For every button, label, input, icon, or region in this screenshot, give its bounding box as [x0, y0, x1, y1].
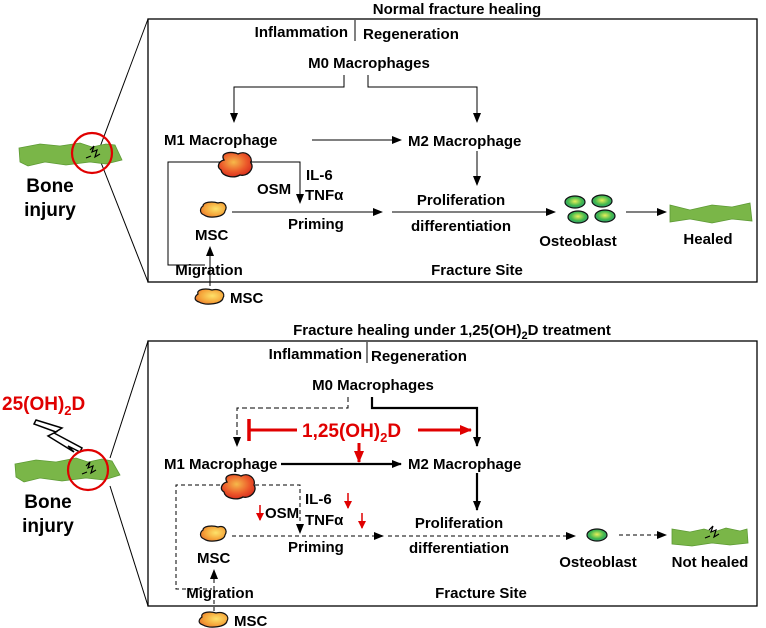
top-injury-highlight-circle	[70, 131, 114, 175]
top-osm-label: OSM	[257, 181, 291, 198]
bottom-m0-label: M0 Macrophages	[312, 377, 434, 394]
top-il6-label: IL-6	[306, 167, 333, 184]
top-phase-regeneration: Regeneration	[363, 26, 459, 43]
top-m2-label: M2 Macrophage	[408, 133, 521, 150]
bottom-not-healed-crack-icon	[704, 525, 720, 539]
bottom-fracture-site-label: Fracture Site	[435, 585, 527, 602]
bottom-osteoblast-cell-icon	[586, 528, 608, 542]
bottom-il6-label: IL-6	[305, 491, 332, 508]
top-fracture-crack-icon	[85, 145, 101, 159]
top-bone-label: Bone	[26, 176, 74, 197]
top-m1-cell-icon	[217, 151, 253, 178]
bottom-not-healed-bone-icon	[671, 527, 749, 547]
top-differentiation-label: differentiation	[411, 218, 511, 235]
bottom-msc-outside-label: MSC	[234, 613, 268, 628]
top-msc-outside-label: MSC	[230, 290, 264, 307]
top-healed-label: Healed	[683, 231, 732, 248]
bottom-m2-label: M2 Macrophage	[408, 456, 521, 473]
top-msc-label: MSC	[195, 227, 229, 244]
top-injury-label: injury	[24, 200, 76, 221]
bottom-zoom-line-lower	[109, 485, 149, 607]
top-panel: Normal fracture healing Inflammation Reg…	[18, 1, 758, 307]
top-osteoblast-cell-icon	[591, 194, 613, 208]
top-cytokine-arrow	[250, 161, 304, 204]
top-osteoblast-cell-icon	[594, 209, 616, 223]
top-msc-outside-cell-icon	[194, 288, 225, 305]
top-m0-label: M0 Macrophages	[308, 55, 430, 72]
bottom-migration-dashed-loop	[175, 484, 220, 590]
bottom-msc-label: MSC	[197, 550, 231, 567]
bottom-not-healed-label: Not healed	[672, 554, 749, 571]
bottom-title: Fracture healing under 1,25(OH)2D treatm…	[293, 322, 611, 342]
bottom-msc-cell-icon	[199, 525, 227, 542]
bottom-panel: Fracture healing under 1,25(OH)2D treatm…	[2, 322, 758, 628]
bottom-differentiation-label: differentiation	[409, 540, 509, 557]
bottom-fracture-crack-icon	[81, 461, 97, 475]
top-bone-injury-icon	[18, 142, 123, 167]
top-migration-loop-line	[167, 161, 220, 266]
bottom-bone-label: Bone	[24, 492, 72, 513]
top-m1-label: M1 Macrophage	[164, 132, 277, 149]
bottom-migration-label: Migration	[186, 585, 254, 602]
top-priming-label: Priming	[288, 216, 344, 233]
bottom-priming-label: Priming	[288, 539, 344, 556]
bottom-lightning-bolt-icon	[32, 419, 83, 454]
bottom-cytokine-dashed-arrow	[255, 484, 304, 534]
top-tnf-label: TNFα	[305, 187, 344, 204]
bottom-injury-label: injury	[22, 516, 74, 537]
top-osteoblast-label: Osteoblast	[539, 233, 617, 250]
bottom-proliferation-label: Proliferation	[415, 515, 503, 532]
top-m0-to-m1-arrow	[230, 75, 345, 123]
bottom-m1-label: M1 Macrophage	[164, 456, 277, 473]
bottom-osteoblast-label: Osteoblast	[559, 554, 637, 571]
bottom-zoom-line-upper	[109, 340, 149, 459]
bottom-side-drug-label: 25(OH)2D	[2, 394, 85, 418]
bottom-osm-label: OSM	[265, 505, 299, 522]
top-msc-cell-icon	[199, 201, 227, 218]
bottom-panel-frame	[147, 340, 758, 607]
top-zoom-line-upper	[99, 18, 149, 148]
top-m0-to-m2-arrow	[367, 75, 481, 123]
bottom-msc-outside-cell-icon	[198, 611, 229, 628]
top-osteoblast-cluster-icon	[564, 194, 616, 224]
bottom-drug-label: 1,25(OH)2D	[302, 421, 401, 445]
bottom-m0-to-m1-dashed-arrow	[233, 397, 349, 447]
top-phase-inflammation: Inflammation	[255, 24, 348, 41]
bottom-phase-inflammation: Inflammation	[269, 346, 362, 363]
top-migration-label: Migration	[175, 262, 243, 279]
top-osteoblast-cell-icon	[564, 195, 586, 209]
top-proliferation-label: Proliferation	[417, 192, 505, 209]
bottom-tnf-label: TNFα	[305, 512, 344, 529]
top-title: Normal fracture healing	[373, 1, 541, 18]
top-fracture-site-label: Fracture Site	[431, 262, 523, 279]
top-zoom-line-lower	[99, 159, 149, 283]
bottom-m1-cell-icon	[220, 473, 256, 500]
top-healed-bone-icon	[669, 202, 753, 224]
bottom-m0-to-m2-bold-arrow	[370, 397, 481, 447]
top-panel-frame	[147, 18, 758, 283]
bottom-phase-regeneration: Regeneration	[371, 348, 467, 365]
bottom-injury-highlight-circle	[66, 448, 110, 492]
top-osteoblast-cell-icon	[567, 210, 589, 224]
